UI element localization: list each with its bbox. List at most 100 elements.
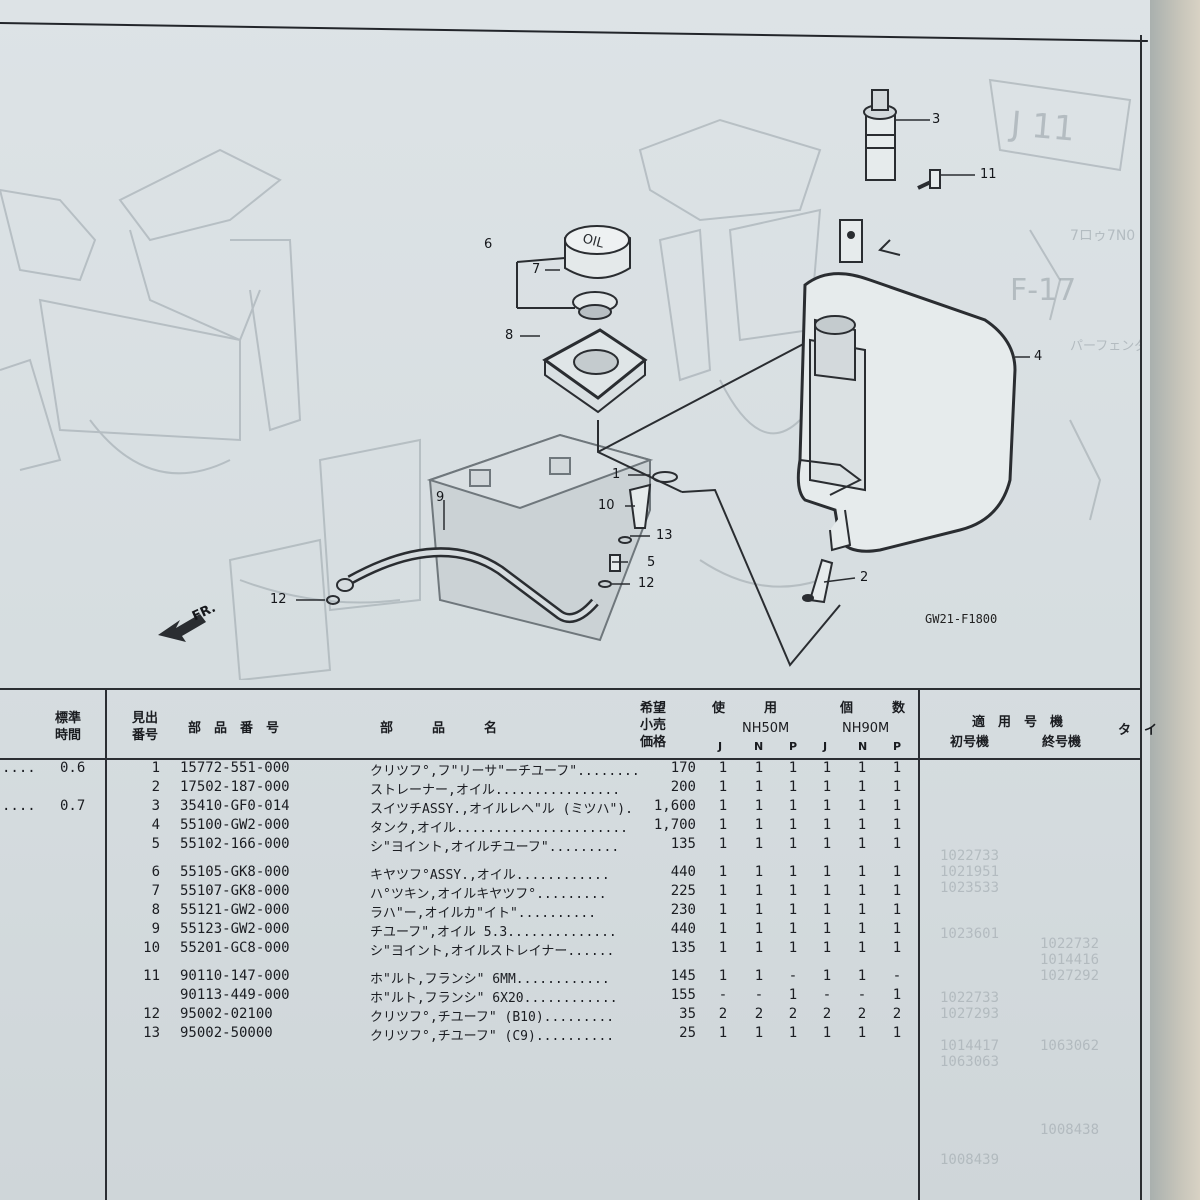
quantity-cell: 1 <box>718 1025 728 1041</box>
quantity-cell: 1 <box>788 836 798 852</box>
quantity-cell: 1 <box>857 864 867 880</box>
header-n2: N <box>858 740 868 753</box>
ref-number: 3 <box>151 798 160 814</box>
part-number: 55107-GK8-000 <box>180 883 290 899</box>
quantity-cell: 1 <box>718 940 728 956</box>
header-usage: 使 用 <box>712 701 778 716</box>
retail-price: 135 <box>670 836 696 852</box>
show-through-serials: 1023601 <box>940 926 1000 942</box>
header-type: タ イ <box>1118 723 1158 738</box>
ref-number: 1 <box>151 760 160 776</box>
quantity-cell: 1 <box>718 817 728 833</box>
time-value: 0.7 <box>60 798 86 814</box>
retail-price: 440 <box>670 864 696 880</box>
part-number: 55100-GW2-000 <box>180 817 290 833</box>
quantity-cell: 1 <box>857 921 867 937</box>
retail-price: 230 <box>670 902 696 918</box>
quantity-cell: 1 <box>822 836 832 852</box>
header-n1: N <box>754 740 764 753</box>
retail-price: 25 <box>679 1025 696 1041</box>
callout-11: 11 <box>980 167 997 182</box>
quantity-cell: 1 <box>822 883 832 899</box>
quantity-cell: 1 <box>754 836 764 852</box>
front-arrow-icon <box>158 614 206 642</box>
part-number: 55105-GK8-000 <box>180 864 290 880</box>
part-name: クリツフ°,チユーフ" (C9).......... <box>370 1029 615 1044</box>
retail-price: 145 <box>670 968 696 984</box>
quantity-cell: - <box>754 987 764 1003</box>
quantity-cell: 1 <box>857 883 867 899</box>
quantity-cell: 1 <box>788 817 798 833</box>
header-ref-no: 見出 番号 <box>132 711 159 743</box>
quantity-cell: 1 <box>892 1025 902 1041</box>
time-value: 0.6 <box>60 760 86 776</box>
quantity-cell: 2 <box>822 1006 832 1022</box>
header-model-nh50m: NH50M <box>742 721 790 736</box>
quantity-cell: 1 <box>892 864 902 880</box>
oil-cap-6: OIL <box>564 225 631 279</box>
quantity-cell: 1 <box>718 864 728 880</box>
quantity-cell: 1 <box>718 779 728 795</box>
quantity-cell: 1 <box>822 817 832 833</box>
callout-3: 3 <box>932 112 941 127</box>
quantity-cell: 1 <box>892 921 902 937</box>
quantity-cell: 1 <box>892 817 902 833</box>
quantity-cell: 1 <box>822 1025 832 1041</box>
header-model-nh90m: NH90M <box>842 721 890 736</box>
quantity-cell: - <box>788 968 798 984</box>
quantity-cell: 1 <box>754 1025 764 1041</box>
svg-text:パーフェンダー(ストラップ): パーフェンダー(ストラップ) <box>1070 339 1140 354</box>
quantity-cell: 1 <box>788 864 798 880</box>
quantity-cell: 1 <box>857 940 867 956</box>
part-number: 55121-GW2-000 <box>180 902 290 918</box>
header-last-serial: 終号機 <box>1042 735 1082 750</box>
ref-number: 11 <box>143 968 160 984</box>
part-name: シ"ヨイント,オイルストレイナー...... <box>370 944 615 959</box>
oil-strainer-2 <box>802 558 834 604</box>
quantity-cell: 2 <box>754 1006 764 1022</box>
ref-number: 12 <box>143 1006 160 1022</box>
part-name: ハ°ツキン,オイルキヤツフ°......... <box>370 887 607 902</box>
part-name: ストレーナー,オイル................ <box>370 783 621 798</box>
quantity-cell: 1 <box>718 798 728 814</box>
quantity-cell: 1 <box>857 760 867 776</box>
quantity-cell: 1 <box>892 883 902 899</box>
quantity-cell: 1 <box>892 902 902 918</box>
ref-number: 4 <box>151 817 160 833</box>
quantity-cell: 1 <box>788 1025 798 1041</box>
retail-price: 155 <box>670 987 696 1003</box>
part-name: クリツフ°,フ"リーサ"ーチユーフ"........ <box>370 764 640 779</box>
col-rule-2 <box>918 688 920 1200</box>
quantity-cell: 1 <box>754 760 764 776</box>
ref-number: 2 <box>151 779 160 795</box>
exploded-diagram: J 11 F-17 7ロゥ7N0 パーフェンダー(ストラップ) OIL <box>0 40 1200 682</box>
oil-tank-4 <box>796 219 1017 553</box>
quantity-cell: 1 <box>718 902 728 918</box>
quantity-cell: 1 <box>788 987 798 1003</box>
figure-code: GW21-F1800 <box>925 612 998 626</box>
retail-price: 170 <box>670 760 696 776</box>
retail-price: 1,600 <box>653 798 696 814</box>
quantity-cell: 1 <box>788 921 798 937</box>
quantity-cell: 1 <box>822 968 832 984</box>
header-part-name: 部 品 名 <box>380 721 498 736</box>
retail-price: 225 <box>670 883 696 899</box>
quantity-cell: 1 <box>892 798 902 814</box>
ref-number: 13 <box>143 1025 160 1041</box>
quantity-cell: 1 <box>788 760 798 776</box>
quantity-cell: 1 <box>718 760 728 776</box>
quantity-cell: 1 <box>822 779 832 795</box>
quantity-cell: 1 <box>822 902 832 918</box>
quantity-cell: 2 <box>718 1006 728 1022</box>
quantity-cell: 1 <box>754 940 764 956</box>
ref-number: 10 <box>143 940 160 956</box>
callout-1: 1 <box>612 467 621 482</box>
part-number: 55123-GW2-000 <box>180 921 290 937</box>
